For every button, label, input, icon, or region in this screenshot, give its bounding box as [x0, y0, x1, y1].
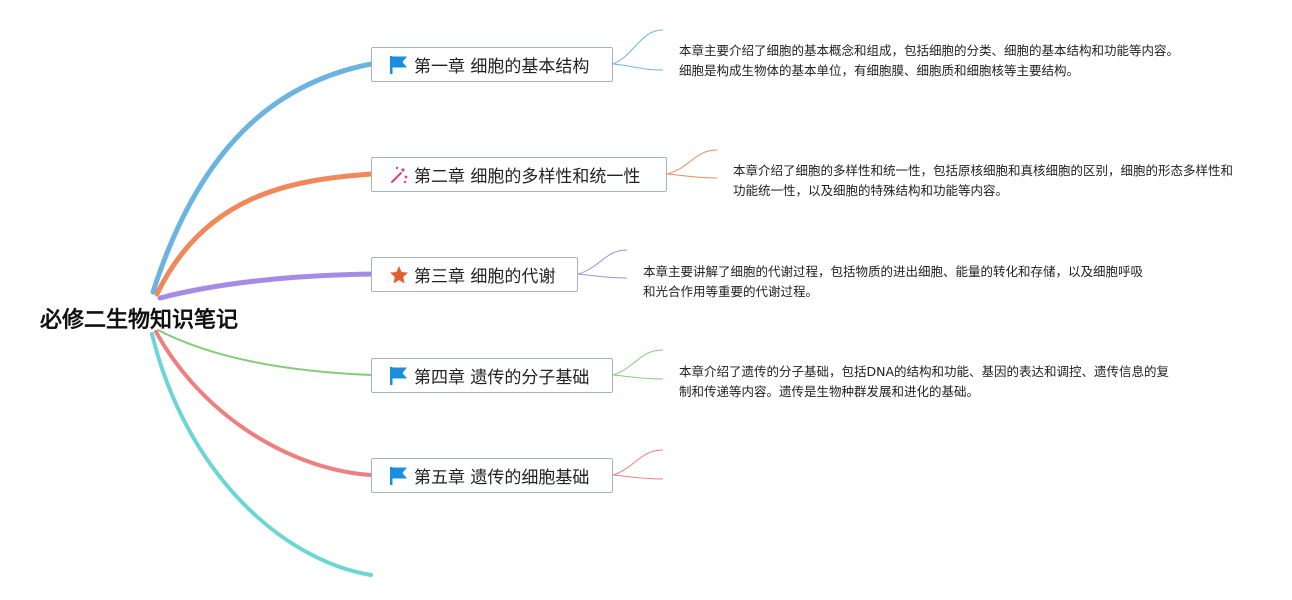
chapter-title: 第三章 细胞的代谢: [414, 267, 556, 287]
note-connector-5b: [612, 474, 664, 480]
chapter-node-4[interactable]: 第四章 遗传的分子基础: [371, 358, 613, 393]
chapter-node-1[interactable]: 第一章 细胞的基本结构: [371, 47, 613, 82]
chapter-node-2[interactable]: 第二章 细胞的多样性和统一性: [371, 157, 667, 192]
chapter-note-4[interactable]: 本章介绍了遗传的分子基础，包括DNA的结构和功能、基因的表达和调控、遗传信息的复…: [679, 364, 1170, 399]
note-connector-4: [612, 349, 664, 376]
branch-chapter-5: [154, 330, 373, 477]
root-topic[interactable]: 必修二生物知识笔记: [40, 308, 239, 333]
branch-chapter-3: [157, 271, 374, 301]
chapter-title: 第四章 遗传的分子基础: [414, 368, 590, 388]
chapter-note-2[interactable]: 本章介绍了细胞的多样性和统一性，包括原核细胞和真核细胞的区别，细胞的形态多样性和…: [733, 163, 1234, 198]
note-connector-2: [666, 149, 718, 175]
flag-icon: [388, 54, 410, 76]
branch-chapter-1: [150, 61, 374, 295]
note-connector-1b: [612, 63, 664, 71]
note-connector-4b: [612, 374, 664, 380]
note-connector-5: [612, 449, 664, 476]
note-connector-2b: [666, 173, 718, 179]
note-connector-3b: [577, 273, 628, 279]
sparkle-icon: [388, 164, 410, 186]
branch-chapter-2: [154, 171, 374, 297]
note-connector-3: [577, 249, 628, 275]
chapter-note-1[interactable]: 本章主要介绍了细胞的基本概念和组成，包括细胞的分类、细胞的基本结构和功能等内容。…: [679, 43, 1180, 78]
note-connector-1: [612, 29, 664, 65]
chapter-title: 第一章 细胞的基本结构: [414, 57, 590, 77]
branch-unlabeled: [150, 332, 373, 577]
flag-icon: [388, 365, 410, 387]
chapter-note-3[interactable]: 本章主要讲解了细胞的代谢过程，包括物质的进出细胞、能量的转化和存储，以及细胞呼吸…: [643, 264, 1144, 299]
star-icon: [388, 264, 410, 286]
chapter-title: 第二章 细胞的多样性和统一性: [414, 167, 641, 187]
chapter-title: 第五章 遗传的细胞基础: [414, 468, 590, 488]
branch-chapter-4: [157, 329, 372, 376]
chapter-node-3[interactable]: 第三章 细胞的代谢: [371, 257, 578, 292]
flag-icon: [388, 465, 410, 487]
chapter-node-5[interactable]: 第五章 遗传的细胞基础: [371, 458, 613, 493]
